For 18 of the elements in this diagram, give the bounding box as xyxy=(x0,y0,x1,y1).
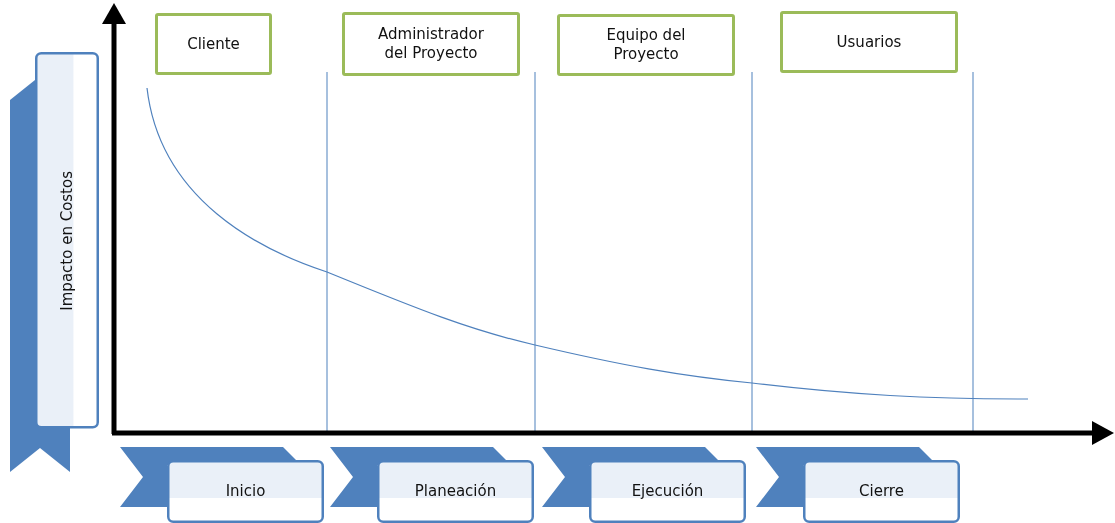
role-label: Cliente xyxy=(187,34,240,54)
phase-label: Cierre xyxy=(859,482,904,501)
role-box xyxy=(557,14,735,76)
axis-title-tab xyxy=(10,52,99,473)
phase-tab xyxy=(542,447,746,523)
axis-title: Impacto en Costos xyxy=(58,170,76,311)
phase-tab xyxy=(330,447,534,523)
role-label: Equipo del Proyecto xyxy=(605,26,687,64)
role-box xyxy=(342,12,520,76)
phase-label: Planeación xyxy=(414,482,497,501)
phase-tab xyxy=(120,447,324,523)
role-label: Usuarios xyxy=(836,32,902,52)
phase-tab xyxy=(756,447,960,523)
phase-label: Ejecución xyxy=(631,482,704,501)
phase-label: Inicio xyxy=(225,482,266,501)
role-label: Administrador del Proyecto xyxy=(377,25,485,63)
role-box xyxy=(155,13,272,75)
role-box xyxy=(780,11,958,73)
